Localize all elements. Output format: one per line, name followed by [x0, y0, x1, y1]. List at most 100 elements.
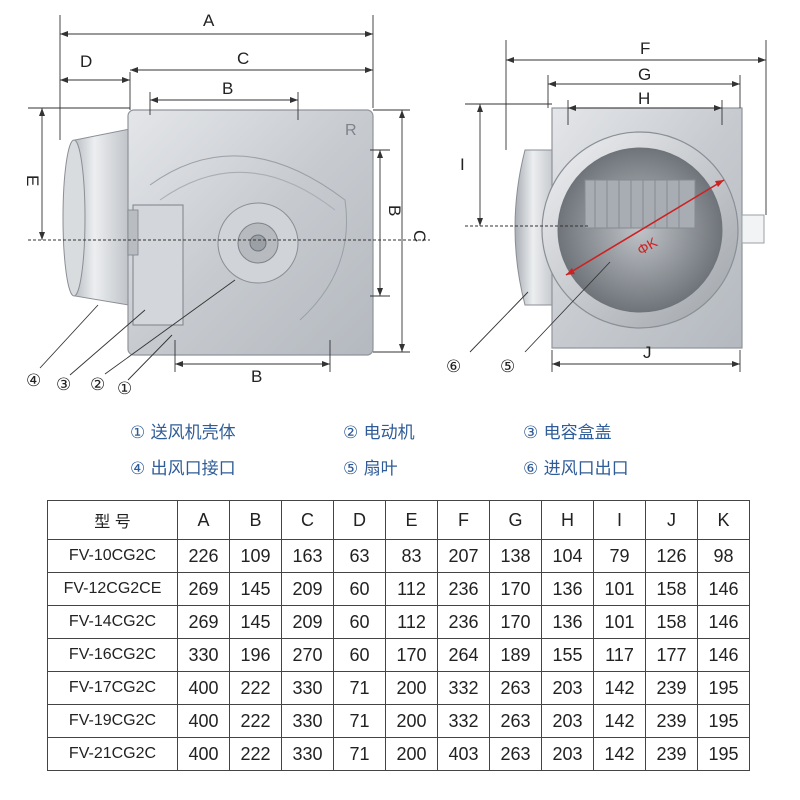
- legend-item-6: ⑥ 进风口出口: [523, 454, 629, 479]
- value-cell: 263: [489, 737, 542, 771]
- column-header-b: B: [229, 500, 282, 540]
- value-cell: 142: [593, 671, 646, 705]
- dim-label-b-bottom: B: [251, 367, 262, 386]
- legend-num: ②: [343, 423, 359, 443]
- dim-label-e: E: [23, 175, 42, 186]
- value-cell: 177: [645, 638, 698, 672]
- legend-text: 送风机壳体: [150, 423, 236, 443]
- model-cell: FV-16CG2C: [47, 638, 178, 672]
- value-cell: 203: [541, 671, 594, 705]
- value-cell: 196: [229, 638, 282, 672]
- dim-label-d: D: [80, 52, 92, 71]
- value-cell: 104: [541, 539, 594, 573]
- model-cell: FV-19CG2C: [47, 704, 178, 738]
- value-cell: 136: [541, 572, 594, 606]
- value-cell: 203: [541, 704, 594, 738]
- value-cell: 138: [489, 539, 542, 573]
- legend-item-5: ⑤ 扇叶: [343, 454, 398, 479]
- legend-item-4: ④ 出风口接口: [130, 454, 236, 479]
- value-cell: 203: [541, 737, 594, 771]
- value-cell: 200: [385, 671, 438, 705]
- value-cell: 200: [385, 737, 438, 771]
- k-diameter-line: [565, 179, 725, 276]
- dim-label-a: A: [203, 11, 215, 30]
- value-cell: 117: [593, 638, 646, 672]
- front-view: ΦK F G H: [446, 39, 767, 377]
- value-cell: 269: [177, 605, 230, 639]
- value-cell: 136: [541, 605, 594, 639]
- value-cell: 98: [697, 539, 750, 573]
- column-header-j: J: [645, 500, 698, 540]
- dim-label-f: F: [640, 39, 650, 58]
- value-cell: 170: [489, 572, 542, 606]
- value-cell: 71: [333, 737, 386, 771]
- column-header-e: E: [385, 500, 438, 540]
- model-cell: FV-10CG2C: [47, 539, 178, 573]
- value-cell: 142: [593, 737, 646, 771]
- value-cell: 226: [177, 539, 230, 573]
- column-header-k: K: [697, 500, 750, 540]
- legend-item-2: ② 电动机: [343, 418, 415, 443]
- value-cell: 400: [177, 737, 230, 771]
- value-cell: 145: [229, 605, 282, 639]
- value-cell: 264: [437, 638, 490, 672]
- value-cell: 71: [333, 671, 386, 705]
- value-cell: 63: [333, 539, 386, 573]
- value-cell: 200: [385, 704, 438, 738]
- legend-item-3: ③ 电容盒盖: [523, 418, 612, 443]
- dim-label-i: I: [460, 155, 465, 174]
- value-cell: 145: [229, 572, 282, 606]
- callout-5: ⑤: [500, 357, 515, 377]
- column-header-a: A: [177, 500, 230, 540]
- dim-label-b-top: B: [222, 79, 233, 98]
- dim-label-c-right: C: [410, 230, 429, 242]
- scroll-arc-inner: [159, 171, 336, 211]
- value-cell: 400: [177, 671, 230, 705]
- value-cell: 158: [645, 605, 698, 639]
- value-cell: 170: [489, 605, 542, 639]
- value-cell: 155: [541, 638, 594, 672]
- value-cell: 60: [333, 605, 386, 639]
- value-cell: 332: [437, 671, 490, 705]
- dim-label-c-top: C: [237, 49, 249, 68]
- value-cell: 189: [489, 638, 542, 672]
- callout-3: ③: [56, 375, 71, 395]
- column-header-c: C: [281, 500, 334, 540]
- capacitor-cover: [132, 204, 184, 326]
- value-cell: 71: [333, 704, 386, 738]
- value-cell: 142: [593, 704, 646, 738]
- value-cell: 195: [697, 737, 750, 771]
- column-header-h: H: [541, 500, 594, 540]
- value-cell: 330: [281, 671, 334, 705]
- legend-num: ⑤: [343, 459, 359, 479]
- value-cell: 263: [489, 704, 542, 738]
- legend-text: 进风口出口: [543, 459, 629, 479]
- motor-shaft: [249, 234, 267, 252]
- value-cell: 112: [385, 572, 438, 606]
- value-cell: 330: [281, 704, 334, 738]
- value-cell: 330: [177, 638, 230, 672]
- value-cell: 222: [229, 704, 282, 738]
- value-cell: 330: [281, 737, 334, 771]
- value-cell: 222: [229, 671, 282, 705]
- value-cell: 101: [593, 605, 646, 639]
- value-cell: 126: [645, 539, 698, 573]
- value-cell: 146: [697, 605, 750, 639]
- model-cell: FV-21CG2C: [47, 737, 178, 771]
- model-cell: FV-12CG2CE: [47, 572, 178, 606]
- value-cell: 146: [697, 638, 750, 672]
- value-cell: 146: [697, 572, 750, 606]
- value-cell: 403: [437, 737, 490, 771]
- value-cell: 236: [437, 605, 490, 639]
- housing-mark: R: [345, 122, 357, 139]
- value-cell: 101: [593, 572, 646, 606]
- column-header-f: F: [437, 500, 490, 540]
- legend-text: 出风口接口: [150, 459, 236, 479]
- dim-label-h: H: [638, 89, 650, 108]
